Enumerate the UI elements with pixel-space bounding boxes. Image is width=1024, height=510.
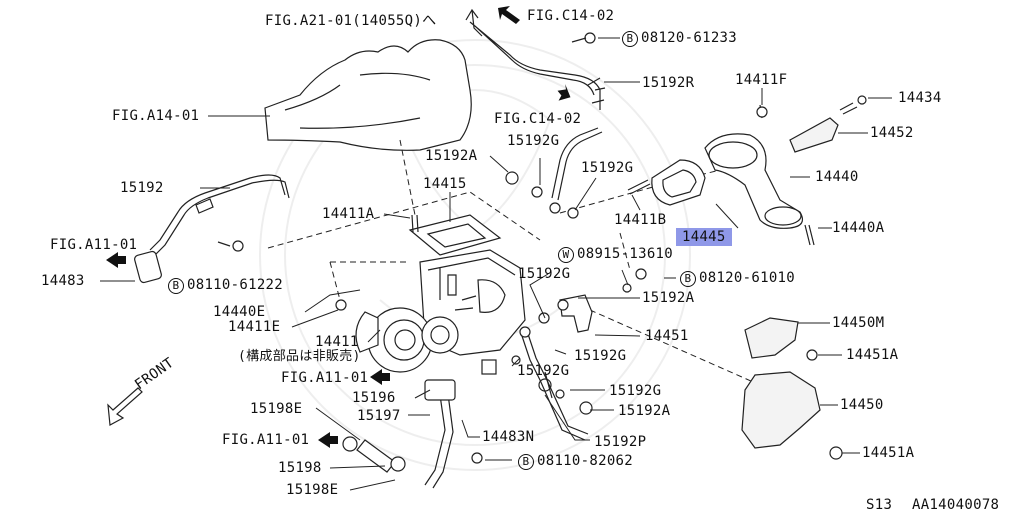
part-15192G-bottom-a[interactable]: 15192G xyxy=(517,363,570,379)
part-15197[interactable]: 15197 xyxy=(357,408,401,424)
part-14411A[interactable]: 14411A xyxy=(322,206,375,222)
ref-fig-c14-02-mid[interactable]: FIG.C14-02 xyxy=(494,111,582,127)
heat-shield-14450M xyxy=(744,317,799,359)
part-15198E-upper[interactable]: 15198E xyxy=(250,401,303,417)
outlet-pipe-14440 xyxy=(704,133,803,229)
oil-pipe-lower xyxy=(551,127,603,201)
part-14451A-lower[interactable]: 14451A xyxy=(862,445,915,461)
part-14434[interactable]: 14434 xyxy=(898,90,942,106)
part-15192[interactable]: 15192 xyxy=(120,180,164,196)
part-14440[interactable]: 14440 xyxy=(815,169,859,185)
part-15192G-lower[interactable]: 15192G xyxy=(574,348,627,364)
part-15198[interactable]: 15198 xyxy=(278,460,322,476)
part-14440E[interactable]: 14440E xyxy=(213,304,266,320)
diagram-code: AA14040078 xyxy=(912,497,1000,510)
part-14415[interactable]: 14415 xyxy=(423,176,467,192)
part-14452[interactable]: 14452 xyxy=(870,125,914,141)
bolt-b-circle-icon: B xyxy=(168,278,184,294)
return-pipe-15192P xyxy=(519,327,589,441)
ref-fig-c14-02-top[interactable]: FIG.C14-02 xyxy=(527,8,615,24)
part-15192G-upper[interactable]: 15192G xyxy=(507,133,560,149)
part-15192R[interactable]: 15192R xyxy=(642,75,695,91)
turbocharger-14411 xyxy=(355,249,526,375)
ref-fig-a11-01-left[interactable]: FIG.A11-01 xyxy=(50,237,138,253)
part-15192G-bottom-b[interactable]: 15192G xyxy=(609,383,662,399)
gasket-14445 xyxy=(651,159,706,206)
direction-arrows xyxy=(106,6,571,448)
ref-fig-a21-01[interactable]: FIG.A21-01(14055Q)へ xyxy=(265,13,437,29)
fig-a21-arrow-icon xyxy=(465,8,483,37)
ref-fig-a11-01-mid[interactable]: FIG.A11-01 xyxy=(281,370,369,386)
exhaust-manifold xyxy=(264,39,472,151)
ref-fig-a14-01[interactable]: FIG.A14-01 xyxy=(112,108,200,124)
front-arrow-icon xyxy=(107,387,143,426)
part-14411-note: (構成部品は非販売) xyxy=(238,349,361,364)
bolt-b-circle-icon: B xyxy=(680,271,696,287)
part-14451A-upper[interactable]: 14451A xyxy=(846,347,899,363)
page-code: S13 xyxy=(866,497,893,510)
part-14451[interactable]: 14451 xyxy=(645,328,689,344)
water-pipe-15197 xyxy=(424,393,454,489)
fasteners xyxy=(217,32,867,464)
part-15192G-mid[interactable]: 15192G xyxy=(518,266,571,282)
leader-lines xyxy=(100,37,892,491)
part-14483[interactable]: 14483 xyxy=(41,273,85,289)
part-15192P[interactable]: 15192P xyxy=(594,434,647,450)
part-15192A-lower[interactable]: 15192A xyxy=(618,403,671,419)
oil-pipe-15192 xyxy=(149,174,290,256)
heat-shield-14450 xyxy=(741,371,821,449)
washer-w-circle-icon: W xyxy=(558,247,574,263)
part-14440A[interactable]: 14440A xyxy=(832,220,885,236)
part-14483N[interactable]: 14483N xyxy=(482,429,535,445)
bolt-b-circle-icon: B xyxy=(518,454,534,470)
part-15196[interactable]: 15196 xyxy=(352,390,396,406)
ref-fig-a11-01-bottom[interactable]: FIG.A11-01 xyxy=(222,432,310,448)
part-15192A-upper[interactable]: 15192A xyxy=(425,148,478,164)
part-14411E[interactable]: 14411E xyxy=(228,319,281,335)
bracket-14452 xyxy=(789,117,839,153)
part-14450M[interactable]: 14450M xyxy=(832,315,885,331)
bolt-b-circle-icon: B xyxy=(622,31,638,47)
part-14411[interactable]: 14411 xyxy=(315,334,359,350)
part-14411B[interactable]: 14411B xyxy=(614,212,667,228)
part-15192G-right[interactable]: 15192G xyxy=(581,160,634,176)
part-14450[interactable]: 14450 xyxy=(840,397,884,413)
oil-pipe-15192R xyxy=(469,21,601,110)
part-14411F[interactable]: 14411F xyxy=(735,72,788,88)
part-15198E-lower[interactable]: 15198E xyxy=(286,482,339,498)
part-15192A-mid[interactable]: 15192A xyxy=(642,290,695,306)
part-14445-highlighted[interactable]: 14445 xyxy=(676,228,732,246)
